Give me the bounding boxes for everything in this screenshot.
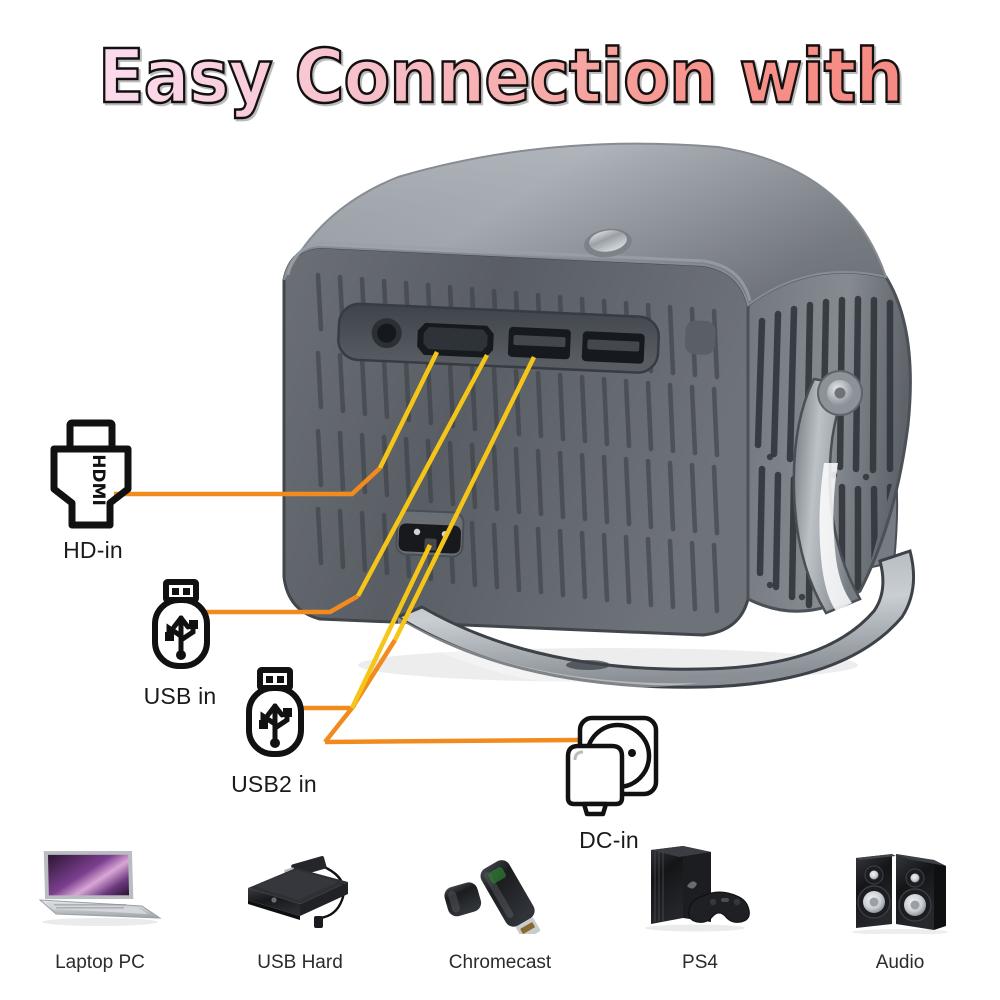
usb-flash-drive-icon <box>152 579 210 669</box>
power-plug-socket-icon <box>565 715 659 817</box>
hdmi-port <box>417 322 494 358</box>
callout-label-hdmi: HD-in <box>63 537 123 563</box>
device-audio: Audio <box>800 838 1000 988</box>
device-label-audio: Audio <box>875 952 925 973</box>
callout-label-usb2: USB2 in <box>231 771 317 797</box>
dongle-icon <box>430 838 570 934</box>
device-usb-hard: USB Hard <box>200 838 400 988</box>
callout-usb2: USB2 in <box>206 666 342 798</box>
hdmi-connector-icon: HDMI <box>50 419 132 529</box>
page-title-text: Easy Connection with <box>96 33 904 122</box>
projector-top <box>283 142 888 307</box>
device-laptop: Laptop PC <box>0 838 200 988</box>
usb-port-1 <box>507 326 571 360</box>
ac-power-inlet <box>395 509 465 558</box>
device-label-laptop: Laptop PC <box>55 952 145 973</box>
compatible-devices-row: Laptop PC <box>0 838 1000 988</box>
callout-usb1: USB in <box>112 578 248 710</box>
pivot-screw <box>817 370 863 416</box>
laptop-icon <box>30 838 170 934</box>
usb-flash-drive-icon <box>246 667 304 757</box>
usb-port-2 <box>581 331 645 364</box>
callout-label-usb1: USB in <box>143 683 217 709</box>
device-label-chromecast: Chromecast <box>448 952 552 973</box>
audio-jack-port <box>371 318 402 349</box>
callout-hdmi: HDMI HD-in <box>18 418 168 564</box>
device-ps4: PS4 <box>600 838 800 988</box>
device-label-usb-hard: USB Hard <box>257 952 343 973</box>
device-chromecast: Chromecast <box>400 838 600 988</box>
console-icon <box>625 838 775 934</box>
projector-stand <box>394 370 916 689</box>
page-title: Easy Connection with <box>0 33 1000 122</box>
hard-drive-icon <box>230 838 370 934</box>
callout-dc: DC-in <box>534 712 684 854</box>
focus-button <box>584 228 632 258</box>
speakers-icon <box>830 838 970 934</box>
hdmi-icon-text: HDMI <box>88 454 108 506</box>
callout-label-dc: DC-in <box>579 827 639 853</box>
projector-illustration <box>248 125 948 695</box>
ir-sensor-window <box>684 320 716 355</box>
device-label-ps4: PS4 <box>682 952 718 973</box>
